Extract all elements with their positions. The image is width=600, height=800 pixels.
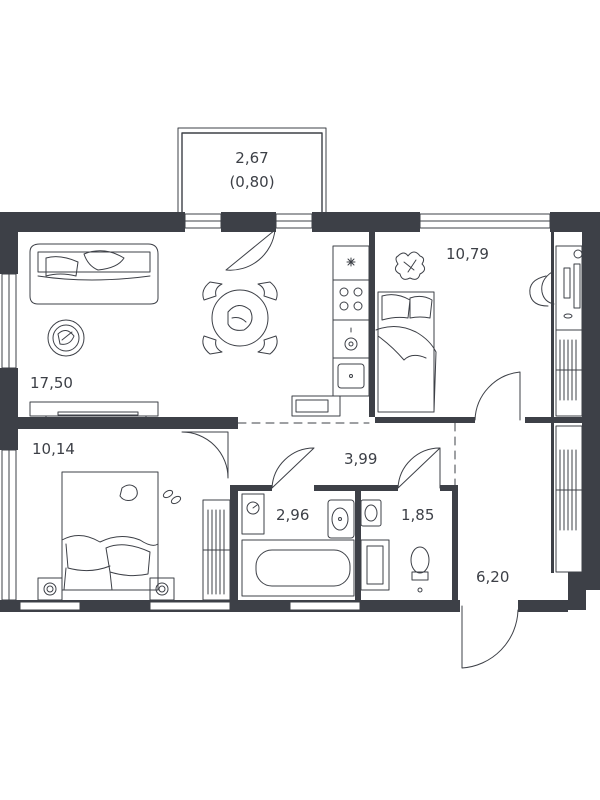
toilet-door[interactable]: [397, 447, 441, 489]
balcony-reduced-area: (0,80): [229, 173, 275, 191]
rug-round: [47, 319, 85, 357]
windows: [1, 213, 551, 611]
desk-top-bedroom: [529, 245, 583, 331]
bedroom-top-area: 10,79: [446, 245, 489, 263]
zone-lines: [237, 422, 456, 486]
kitchen-unit: [291, 245, 370, 417]
hallway-area: 3,99: [344, 450, 378, 468]
bed-left-bedroom: [61, 471, 159, 591]
toilet-area: 1,85: [401, 506, 435, 524]
wardrobe-top-bedroom: [555, 329, 583, 417]
bathroom-area: 2,96: [276, 506, 310, 524]
interior-walls: [18, 232, 582, 605]
balcony-area: 2,67: [235, 149, 269, 167]
plant: [394, 251, 426, 280]
nightstands: [37, 577, 175, 601]
living-kitchen-area: 17,50: [30, 374, 73, 392]
dining-table: [202, 281, 278, 355]
bedroom-left-area: 10,14: [32, 440, 75, 458]
tv-stand: [29, 401, 159, 421]
bedroom-top-door[interactable]: [474, 371, 521, 421]
entrance-door[interactable]: [461, 605, 519, 669]
sofa: [29, 243, 159, 305]
bed-top-bedroom: [375, 291, 437, 413]
doors: [181, 371, 521, 669]
toilet-fixtures: [360, 499, 430, 593]
slippers: [162, 489, 182, 505]
bathroom-fixtures: [241, 493, 355, 597]
bathroom-door[interactable]: [271, 447, 315, 489]
balcony-area-label: 2,67 (0,80): [224, 146, 280, 194]
entrance-wardrobe: [555, 425, 583, 573]
wardrobe-left-bedroom: [202, 499, 231, 601]
entrance-area: 6,20: [476, 568, 510, 586]
bedroom-left-door[interactable]: [181, 431, 229, 479]
